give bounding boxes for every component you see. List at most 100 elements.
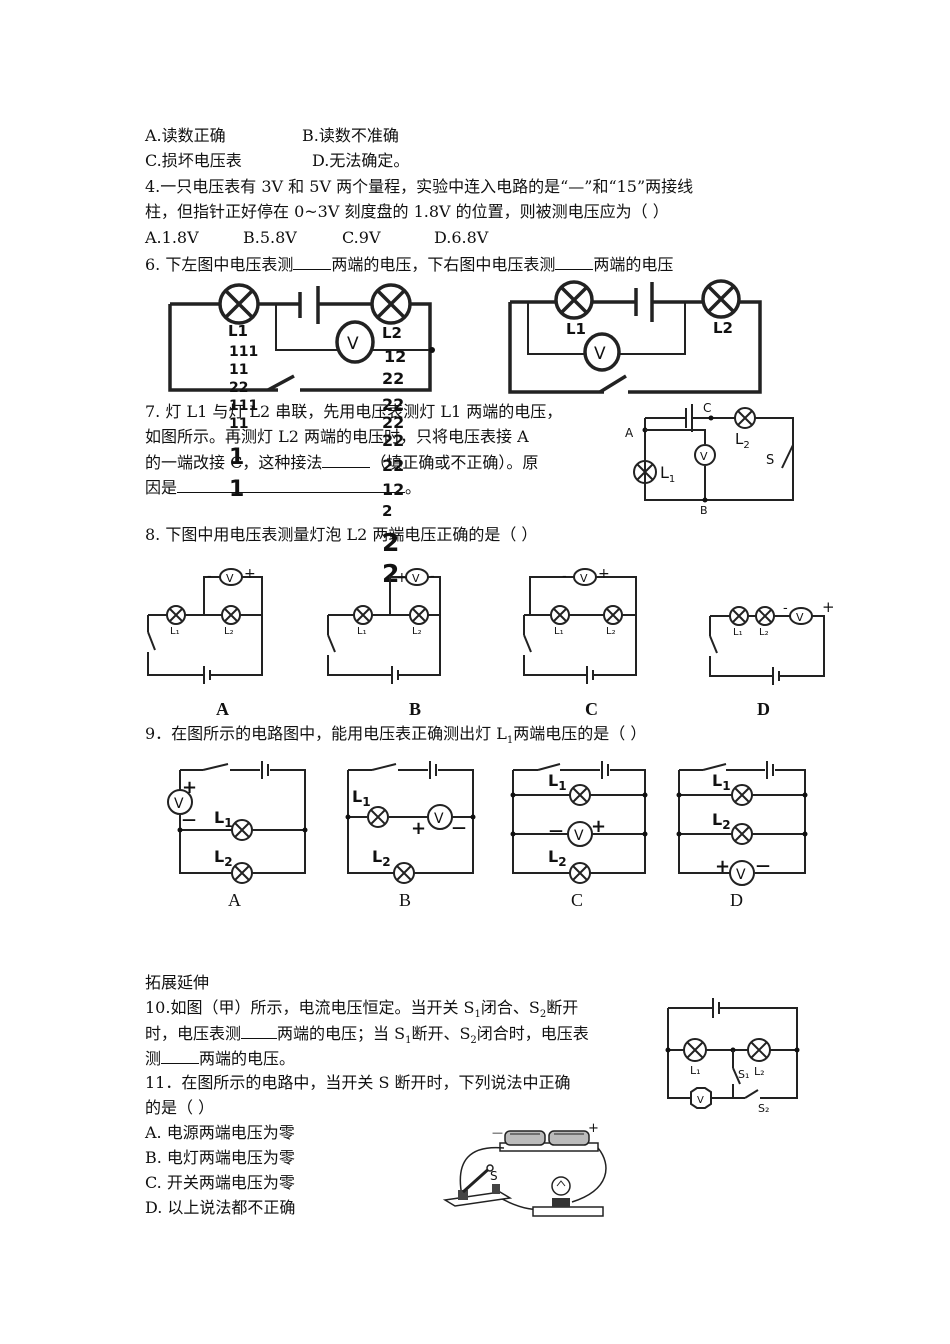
q9-label-a: A bbox=[228, 890, 241, 910]
q6-blank-2[interactable] bbox=[555, 253, 594, 270]
switch-icon bbox=[537, 763, 561, 771]
q8-label-c: C bbox=[585, 699, 598, 719]
section-heading: 拓展延伸 bbox=[145, 973, 210, 992]
switch-icon bbox=[267, 374, 295, 392]
svg-text:-: - bbox=[207, 569, 212, 584]
q6-blank-1[interactable] bbox=[293, 253, 332, 270]
switch-icon bbox=[327, 634, 336, 653]
q8-circuit-d: V -+ L₁ L₂ bbox=[709, 598, 835, 685]
q10-blank-2[interactable] bbox=[161, 1047, 200, 1064]
q8-question: 8. 下图中用电压表测量灯泡 L2 两端电压正确的是（ ） bbox=[145, 525, 538, 544]
svg-text:+: + bbox=[396, 570, 408, 586]
lamp-icon bbox=[603, 605, 623, 625]
svg-text:2: 2 bbox=[382, 559, 399, 588]
q6-question: 6. 下左图中电压表测两端的电压，下右图中电压表测两端的电压 bbox=[145, 253, 674, 274]
lamp-icon bbox=[218, 283, 260, 325]
q6-right-l1-label: L1 bbox=[566, 320, 586, 338]
q11-line1: 11．在图所示的电路中，当开关 S 断开时，下列说法中正确 bbox=[145, 1073, 571, 1092]
voltmeter-icon bbox=[219, 568, 243, 586]
lamp-icon bbox=[747, 1038, 771, 1062]
svg-text:V: V bbox=[796, 611, 804, 624]
svg-text:S₁: S₁ bbox=[738, 1068, 749, 1081]
q4-option-d: D.6.8V bbox=[434, 228, 489, 247]
lamp-icon bbox=[755, 606, 775, 626]
q4-option-b: B.5.8V bbox=[243, 228, 297, 247]
switch-icon bbox=[709, 635, 718, 654]
voltmeter-icon bbox=[573, 568, 597, 586]
svg-text:A: A bbox=[625, 426, 634, 440]
switch-icon bbox=[781, 444, 794, 469]
lamp-icon bbox=[569, 784, 591, 806]
voltmeter-label: V bbox=[594, 344, 606, 364]
svg-text:—: — bbox=[756, 858, 770, 874]
lamp-base bbox=[532, 1206, 604, 1217]
q6-left-circuit: V L1 L2 bbox=[168, 283, 435, 392]
switch-icon bbox=[371, 763, 397, 771]
svg-text:22: 22 bbox=[382, 395, 404, 414]
lamp-icon bbox=[231, 819, 253, 841]
lamp-icon bbox=[731, 823, 753, 845]
svg-text:1: 1 bbox=[229, 477, 244, 502]
svg-text:+: + bbox=[244, 566, 256, 582]
switch-s2-icon bbox=[744, 1089, 759, 1099]
svg-text:22: 22 bbox=[382, 431, 404, 450]
q9-circuit-b: V + — L1 L2 bbox=[345, 761, 476, 884]
voltmeter-icon bbox=[729, 860, 755, 886]
q8-label-b: B bbox=[409, 699, 421, 719]
q3-option-b: B.读数不准确 bbox=[302, 126, 399, 145]
q9-question: 9．在图所示的电路图中，能用电压表正确测出灯 L1两端电压的是（ ） bbox=[145, 724, 647, 747]
lamp-icon bbox=[393, 862, 415, 884]
q6-left-l2-label: L2 bbox=[382, 324, 402, 342]
svg-text:—: — bbox=[492, 1126, 503, 1139]
lamp-icon bbox=[569, 862, 591, 884]
svg-text:V: V bbox=[574, 828, 584, 844]
voltmeter-icon bbox=[789, 607, 813, 625]
battery-cell-icon bbox=[504, 1130, 546, 1146]
q10-line1: 10.如图（甲）所示，电流电压恒定。当开关 S1闭合、S2断开 bbox=[145, 998, 579, 1021]
lamp-icon bbox=[731, 784, 753, 806]
lamp-icon bbox=[734, 407, 756, 429]
svg-text:2: 2 bbox=[382, 502, 392, 520]
svg-text:—: — bbox=[452, 820, 466, 836]
lamp-icon bbox=[353, 605, 373, 625]
svg-text:11: 11 bbox=[229, 416, 248, 432]
q9-circuit-c: V — + L1 L2 bbox=[510, 761, 648, 884]
svg-text:+: + bbox=[588, 1121, 599, 1136]
q7-blank-1[interactable] bbox=[322, 451, 371, 468]
svg-text:+: + bbox=[715, 856, 730, 877]
lamp-icon bbox=[729, 606, 749, 626]
svg-text:V: V bbox=[580, 572, 588, 585]
svg-text:C: C bbox=[703, 401, 711, 415]
svg-text:—: — bbox=[549, 823, 563, 839]
switch-icon bbox=[702, 763, 727, 771]
q9-label-b: B bbox=[399, 890, 411, 910]
battery-cell-icon bbox=[548, 1130, 590, 1146]
svg-text:L₂: L₂ bbox=[606, 626, 616, 637]
q6-right-l2-label: L2 bbox=[713, 319, 733, 337]
svg-text:L2: L2 bbox=[735, 430, 750, 451]
lamp-icon bbox=[550, 605, 570, 625]
svg-text:11: 11 bbox=[229, 362, 248, 378]
q10-blank-1[interactable] bbox=[241, 1022, 278, 1039]
lamp-icon bbox=[683, 1038, 707, 1062]
q4-line2: 柱，但指针正好停在 0~3V 刻度盘的 1.8V 的位置，则被测电压应为（ ） bbox=[145, 202, 669, 221]
switch-icon bbox=[523, 634, 532, 653]
svg-text:+: + bbox=[411, 818, 426, 839]
switch-icon bbox=[599, 374, 627, 394]
svg-text:22: 22 bbox=[382, 456, 404, 475]
q7-blank-2[interactable] bbox=[177, 476, 406, 493]
svg-text:1: 1 bbox=[229, 445, 244, 470]
q10-line3: 测两端的电压。 bbox=[145, 1047, 296, 1068]
q8-label-a: A bbox=[216, 699, 229, 719]
q4-line1: 4.一只电压表有 3V 和 5V 两个量程，实验中连入电路的是“—”和“15”两… bbox=[145, 177, 694, 196]
voltmeter-icon bbox=[694, 444, 716, 466]
q7-line3: 的一端改接 C，这种接法（填正确或不正确）。原 bbox=[145, 451, 539, 472]
svg-text:S₂: S₂ bbox=[758, 1102, 769, 1115]
q9-label-d: D bbox=[730, 890, 743, 910]
svg-text:22: 22 bbox=[229, 380, 248, 396]
